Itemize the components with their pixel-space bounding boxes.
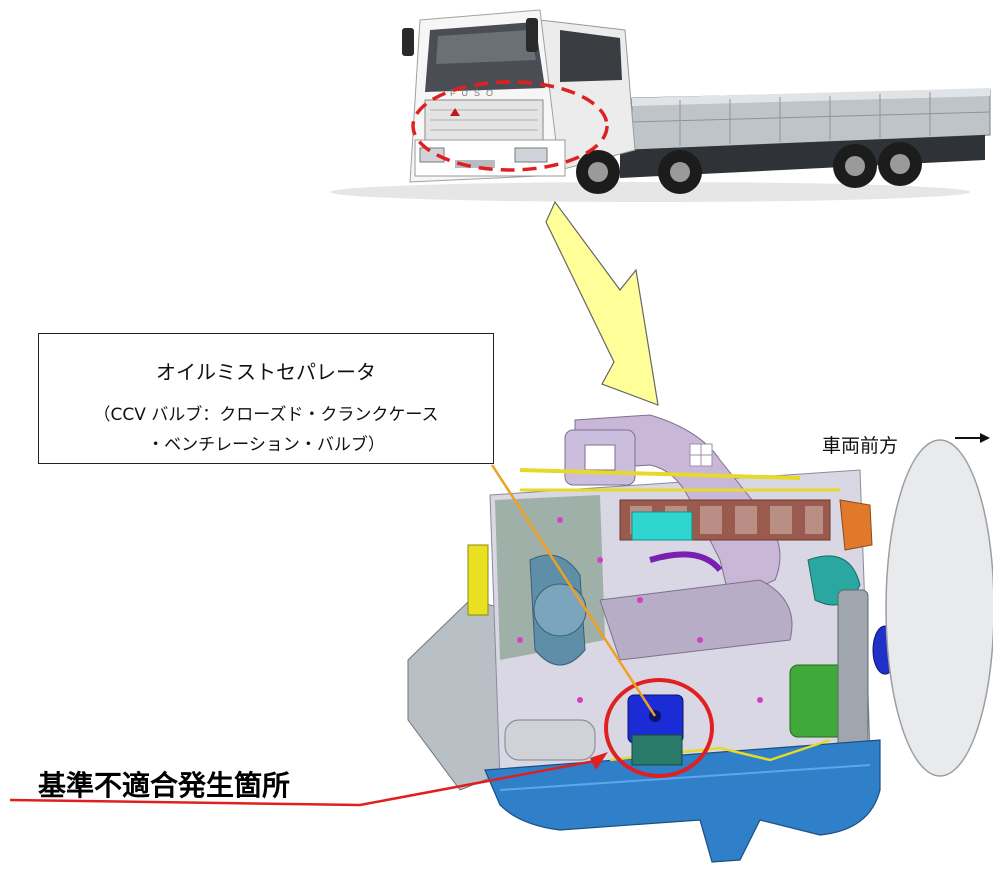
truck-brand-badge: FUSO — [450, 88, 499, 98]
brand-logo-icon — [450, 108, 460, 116]
callout-subtitle-line1: （CCV バルブ：クローズド・クランクケース — [93, 405, 439, 425]
arrow-right-icon — [980, 433, 990, 443]
callout-leader-line — [490, 464, 657, 717]
defect-arrowhead-icon — [590, 752, 608, 770]
vehicle-front-label: 車両前方 — [822, 435, 899, 457]
engine-illustration — [407, 414, 993, 863]
callout-subtitle-line2: ・ベンチレーション・バルブ） — [147, 435, 385, 455]
engine-location-highlight — [411, 80, 609, 172]
ccv-valve — [627, 694, 684, 766]
defect-location-circle — [604, 678, 714, 778]
callout-title: オイルミストセパレータ — [156, 360, 376, 384]
defect-leader-line — [9, 758, 601, 807]
zoom-arrow — [545, 200, 659, 406]
truck-illustration: FUSO — [330, 9, 991, 202]
defect-location-label: 基準不適合発生箇所 — [38, 769, 291, 802]
oil-mist-separator-callout: オイルミストセパレータ （CCV バルブ：クローズド・クランクケース ・ベンチレ… — [38, 333, 494, 464]
